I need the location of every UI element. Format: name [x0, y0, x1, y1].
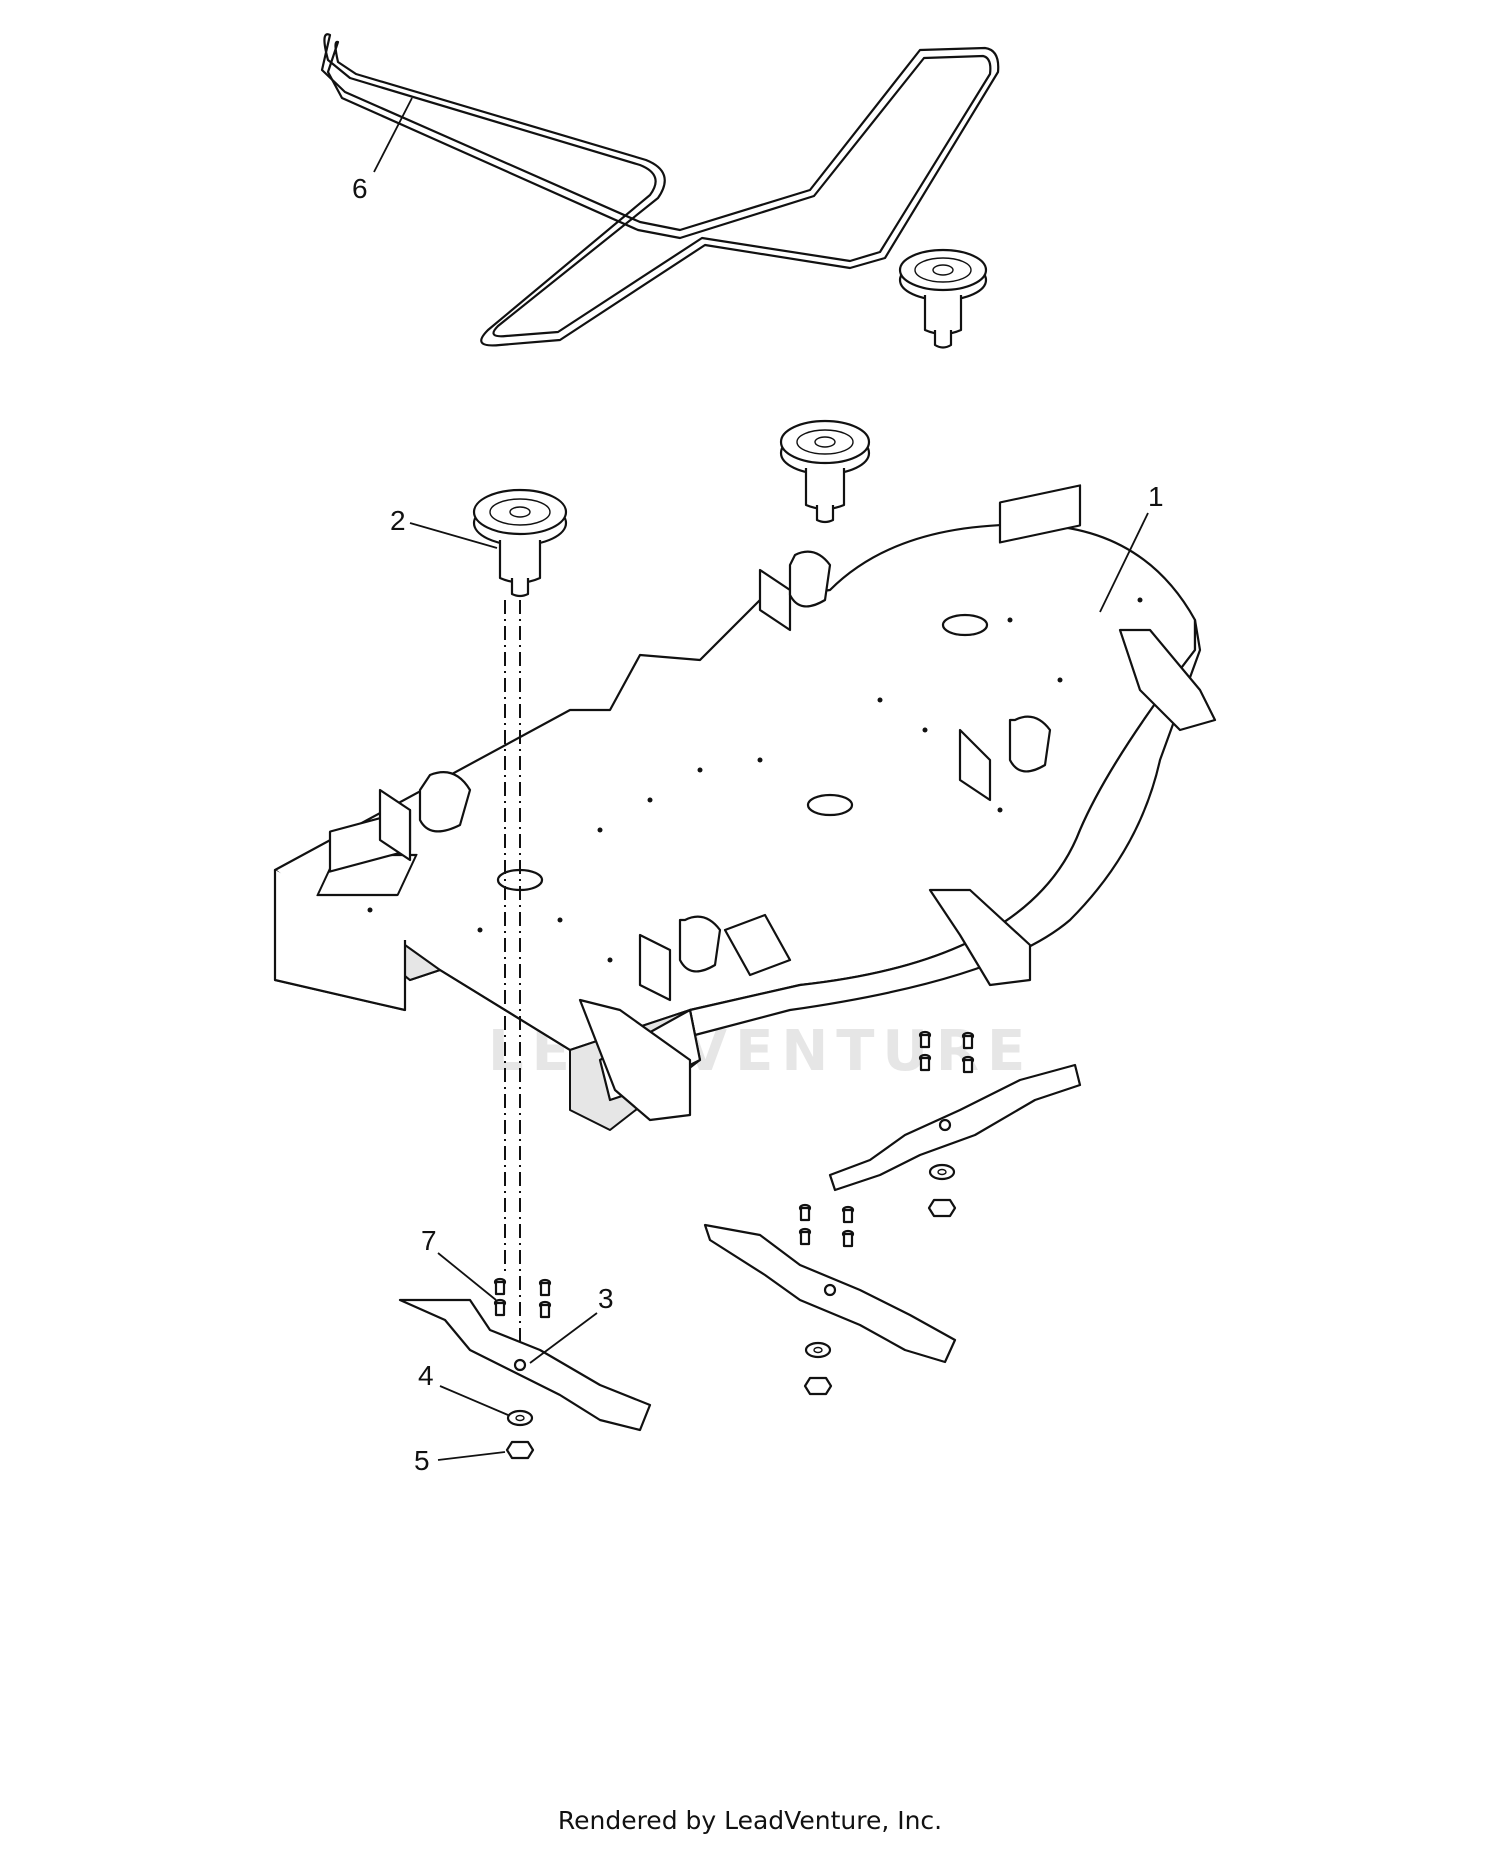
spindle-pulley-top [898, 248, 988, 349]
belt [320, 33, 1000, 347]
blade-left [398, 1298, 652, 1432]
washers-and-nuts [505, 1163, 957, 1460]
callout-label-1: 1 [1148, 481, 1164, 512]
callout-7: 7 [421, 1225, 497, 1301]
callout-4: 4 [418, 1360, 509, 1416]
callout-label-6: 6 [352, 173, 368, 204]
callout-3: 3 [529, 1283, 614, 1364]
blade-right-lower [703, 1223, 957, 1364]
callout-1: 1 [1099, 481, 1164, 613]
footer-credit: Rendered by LeadVenture, Inc. [557, 1806, 943, 1835]
blade-right-upper [828, 1063, 1082, 1192]
spindle-pulley-left [472, 488, 568, 598]
callout-6: 6 [352, 97, 413, 204]
callout-label-2: 2 [390, 505, 406, 536]
callout-2: 2 [390, 505, 498, 549]
blade-bolts [493, 1030, 975, 1319]
callout-label-4: 4 [418, 1360, 434, 1391]
callout-label-7: 7 [421, 1225, 437, 1256]
callout-label-5: 5 [414, 1445, 430, 1476]
callout-5: 5 [414, 1445, 506, 1476]
callout-label-3: 3 [598, 1283, 614, 1314]
spindle-pulley-center [779, 419, 871, 524]
